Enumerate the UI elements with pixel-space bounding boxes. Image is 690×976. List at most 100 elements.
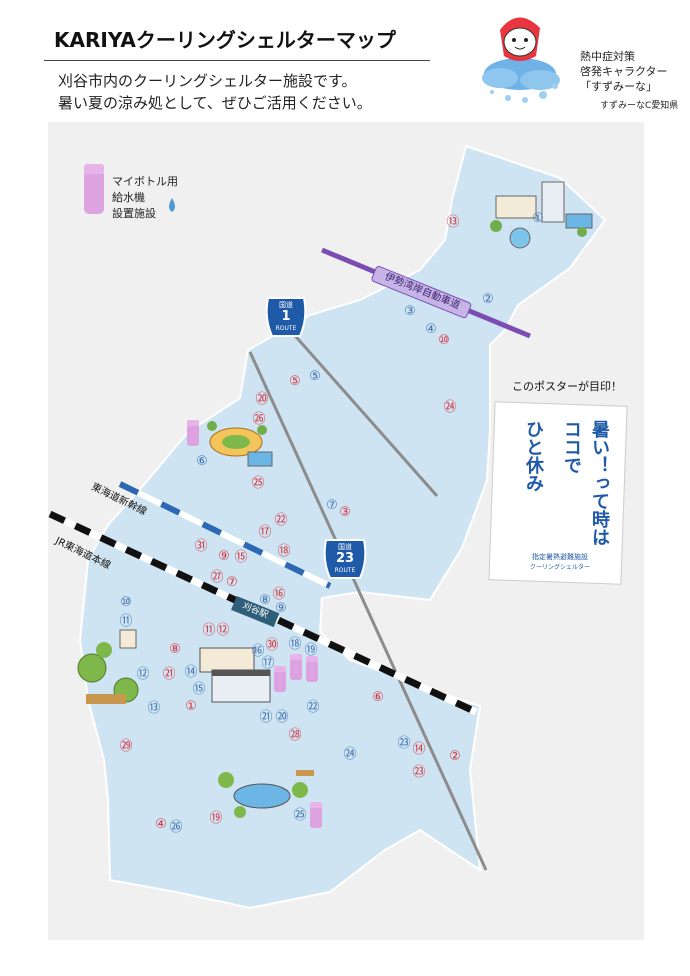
expressway-label	[371, 265, 472, 319]
route-1-bottom: ROUTE	[275, 325, 297, 332]
water-bottle-icon	[84, 164, 104, 214]
red-marker: ㉙	[119, 739, 132, 754]
blue-marker: ③	[404, 304, 416, 319]
blue-marker: ⑥	[196, 454, 208, 469]
red-marker: ㉖	[252, 412, 265, 427]
route-23-top: 国道	[338, 543, 352, 551]
poster-text-2: ココで	[561, 420, 582, 474]
facility-illustration-station-area	[199, 647, 271, 703]
legend-line-3: 設置施設	[112, 207, 156, 220]
red-marker: ④	[155, 817, 167, 832]
red-marker: ㉛	[194, 539, 207, 554]
route-23-sign: 国道 23 ROUTE	[326, 542, 364, 576]
red-marker: ⑪	[202, 623, 215, 638]
poster-heading: このポスターが目印！	[512, 380, 622, 393]
red-marker: ⑥	[372, 690, 384, 705]
facility-illustration-stadium	[207, 421, 273, 467]
red-marker: ①	[185, 699, 197, 714]
kariya-city-area	[78, 144, 607, 910]
red-marker: ⑧	[169, 642, 181, 657]
blue-marker: ⑳	[275, 710, 288, 725]
subtitle-line-2: 暑い夏の涼み処として、ぜひご活用ください。	[58, 94, 372, 112]
blue-marker: ㉖	[169, 820, 182, 835]
blue-marker: ㉔	[343, 747, 356, 762]
route-23-road	[248, 351, 488, 871]
red-marker: ⑲	[209, 811, 222, 826]
route-1-top: 国道	[279, 301, 293, 309]
facility-illustration-park-west	[77, 629, 139, 704]
red-marker: ⑱	[277, 544, 290, 559]
red-marker: ⑬	[446, 215, 459, 230]
red-marker: ⑯	[272, 587, 285, 602]
red-marker: ㉚	[265, 638, 278, 653]
facility-illustration-north	[490, 181, 593, 249]
facility-illustration-park-south	[218, 770, 314, 818]
red-marker: ⑰	[258, 525, 271, 540]
red-marker: ㉕	[251, 476, 264, 491]
subtitle-line-1: 刈谷市内のクーリングシェルター施設です。	[58, 72, 357, 90]
poster-footer-1: 指定暑熱避難施設	[532, 553, 588, 561]
blue-marker: ⑬	[147, 701, 160, 716]
page-title: KARIYAクーリングシェルターマップ	[54, 28, 396, 52]
route-1-sign: 国道 1 ROUTE	[268, 300, 304, 334]
water-bottle-icon	[310, 802, 322, 828]
poster-thumbnail	[488, 401, 628, 585]
mascot-caption-3: 「すずみーな」	[580, 80, 657, 93]
blue-marker: ⑤	[309, 369, 321, 384]
legend: マイボトル用 給水機 設置施設	[112, 174, 178, 222]
blue-marker: ⑦	[326, 498, 338, 513]
red-marker: ㉑	[162, 667, 175, 682]
red-marker: ㉗	[210, 570, 223, 585]
blue-marker: ⑮	[192, 682, 205, 697]
water-bottle-icon	[290, 654, 302, 680]
blue-marker: ⑫	[136, 667, 149, 682]
legend-line-1: マイボトル用	[112, 175, 178, 188]
red-marker: ⑤	[289, 374, 301, 389]
red-marker: ⑭	[412, 742, 425, 757]
red-marker: ⑳	[255, 392, 268, 407]
red-marker: ㉒	[274, 513, 287, 528]
blue-marker: ⑲	[304, 643, 317, 658]
route-shield-icon	[323, 539, 367, 579]
poster-text-1: 暑い！って時は	[589, 420, 610, 546]
red-marker: ⑨	[218, 549, 230, 564]
blue-marker: ⑰	[261, 656, 274, 671]
shinkansen-dash	[118, 481, 332, 589]
route-shield-icon	[265, 297, 307, 337]
route-23-number: 23	[335, 551, 355, 566]
water-bottle-icon	[306, 656, 318, 682]
poster-footer-2: クーリングシェルター	[529, 564, 590, 571]
red-marker: ㉔	[443, 400, 456, 415]
red-marker: ⑫	[216, 623, 229, 638]
blue-marker: ㉓	[397, 736, 410, 751]
blue-marker: ⑩	[120, 595, 132, 610]
blue-marker: ⑨	[275, 601, 287, 616]
blue-marker: ㉕	[293, 808, 306, 823]
water-bottle-icon	[187, 420, 199, 446]
red-marker: ⑦	[226, 575, 238, 590]
red-marker: ⑮	[234, 550, 247, 565]
mascot-caption-2: 啓発キャラクター	[580, 65, 668, 78]
mascot-caption-1: 熱中症対策	[580, 50, 635, 63]
blue-marker: ⑱	[288, 637, 301, 652]
station-label	[231, 595, 280, 628]
legend-line-2: 給水機	[112, 191, 145, 204]
red-marker: ②	[449, 749, 461, 764]
red-marker: ⑩	[438, 333, 450, 348]
blue-marker: ⑯	[251, 644, 264, 659]
blue-marker: ⑪	[119, 614, 132, 629]
route-23-bottom: ROUTE	[334, 567, 356, 574]
mascot-copyright: すずみーなC愛知県	[600, 101, 679, 111]
title-underline	[44, 60, 430, 61]
red-marker: ③	[339, 505, 351, 520]
water-bottle-icon	[274, 666, 286, 692]
blue-marker: ④	[425, 322, 437, 337]
water-drop-icon	[169, 198, 175, 212]
route-1-number: 1	[281, 309, 291, 324]
blue-marker: ㉑	[259, 710, 272, 725]
red-marker: ㉘	[288, 728, 301, 743]
red-marker: ㉓	[412, 765, 425, 780]
blue-marker: ②	[482, 292, 494, 307]
route-1-road	[288, 329, 439, 497]
